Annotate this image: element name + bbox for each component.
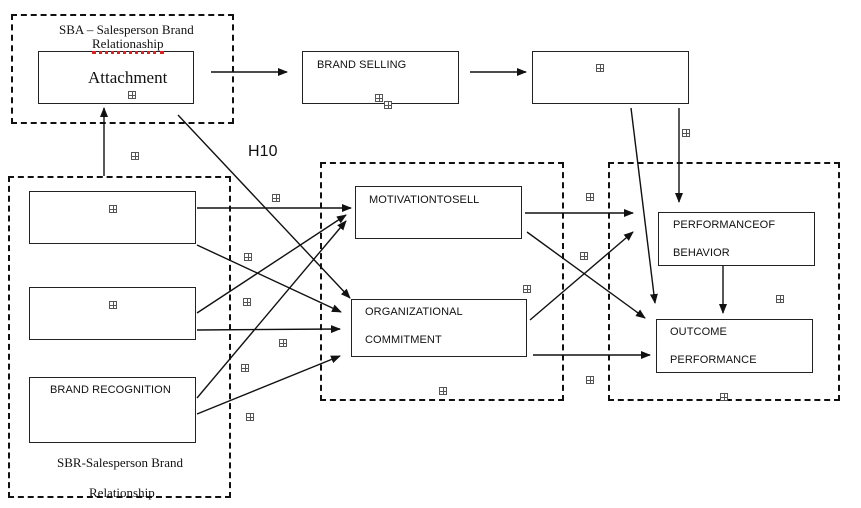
text-box-anchor-icon: [596, 64, 604, 72]
arrow-box-to-outcome-performance: [630, 107, 658, 304]
mediators-group: [320, 162, 564, 401]
text-box-anchor-icon: [384, 101, 392, 109]
text-box-anchor-icon: [375, 94, 383, 102]
text-box-anchor-icon: [128, 91, 136, 99]
text-box-anchor-icon: [241, 364, 249, 372]
performance-of-behavior-node[interactable]: [658, 212, 815, 266]
organizational-commitment-node[interactable]: [351, 299, 527, 357]
hypothesis-h10-label: H10: [248, 143, 278, 160]
text-box-anchor-icon: [279, 339, 287, 347]
text-box-anchor-icon: [246, 413, 254, 421]
motivation-to-sell-node[interactable]: [355, 186, 522, 239]
arrow-brandrec-to-motivation: [196, 220, 347, 399]
sbr-item-1-node[interactable]: [29, 191, 196, 244]
sbr-group-title-line2: Relationship: [89, 485, 155, 500]
outcome-performance-label-line2: PERFORMANCE: [670, 354, 757, 366]
organizational-commitment-label-line1: ORGANIZATIONAL: [365, 306, 463, 318]
brand-recognition-label: BRAND RECOGNITION: [50, 384, 171, 396]
performance-of-behavior-label-line1: PERFORMANCEOF: [673, 219, 776, 231]
arrow-brandrec-to-orgcommit: [196, 355, 341, 415]
text-box-anchor-icon: [580, 252, 588, 260]
sba-group-title-line2: Relationaship: [92, 37, 164, 54]
sbr-group: [8, 176, 231, 498]
arrow-orgcommit-to-performance: [529, 231, 634, 321]
attachment-label: Attachment: [88, 68, 168, 87]
text-box-anchor-icon: [682, 129, 690, 137]
brand-recognition-node[interactable]: [29, 377, 196, 443]
text-box-anchor-icon: [244, 253, 252, 261]
empty-top-right-node[interactable]: [532, 51, 689, 104]
sbr-item-2-node[interactable]: [29, 287, 196, 340]
text-box-anchor-icon: [131, 152, 139, 160]
arrow-item2-to-motivation: [196, 214, 347, 314]
text-box-anchor-icon: [586, 193, 594, 201]
sbr-group-title: SBR-Salesperson Brand: [57, 455, 184, 470]
brand-selling-label: BRAND SELLING: [317, 59, 407, 71]
motivation-to-sell-label: MOTIVATIONTOSELL: [369, 194, 480, 206]
text-box-anchor-icon: [523, 285, 531, 293]
text-box-anchor-icon: [243, 298, 251, 306]
attachment-node[interactable]: [38, 51, 194, 104]
text-box-anchor-icon: [776, 295, 784, 303]
text-box-anchor-icon: [109, 205, 117, 213]
text-box-anchor-icon: [439, 387, 447, 395]
performance-of-behavior-label-line2: BEHAVIOR: [673, 247, 730, 259]
text-box-anchor-icon: [720, 393, 728, 401]
outcome-performance-label-line1: OUTCOME: [670, 326, 727, 338]
arrow-item1-to-orgcommit: [196, 244, 342, 313]
text-box-anchor-icon: [109, 301, 117, 309]
text-box-anchor-icon: [586, 376, 594, 384]
organizational-commitment-label-line2: COMMITMENT: [365, 334, 442, 346]
arrow-item2-to-orgcommit: [196, 325, 341, 334]
sba-group: [11, 14, 234, 124]
arrow-h10-attachment-to-orgcommit: [177, 114, 351, 299]
arrow-motivation-to-outcome: [526, 231, 646, 319]
text-box-anchor-icon: [272, 194, 280, 202]
sba-group-title: SBA – Salesperson Brand: [59, 22, 194, 37]
outcome-performance-node[interactable]: [656, 319, 813, 373]
